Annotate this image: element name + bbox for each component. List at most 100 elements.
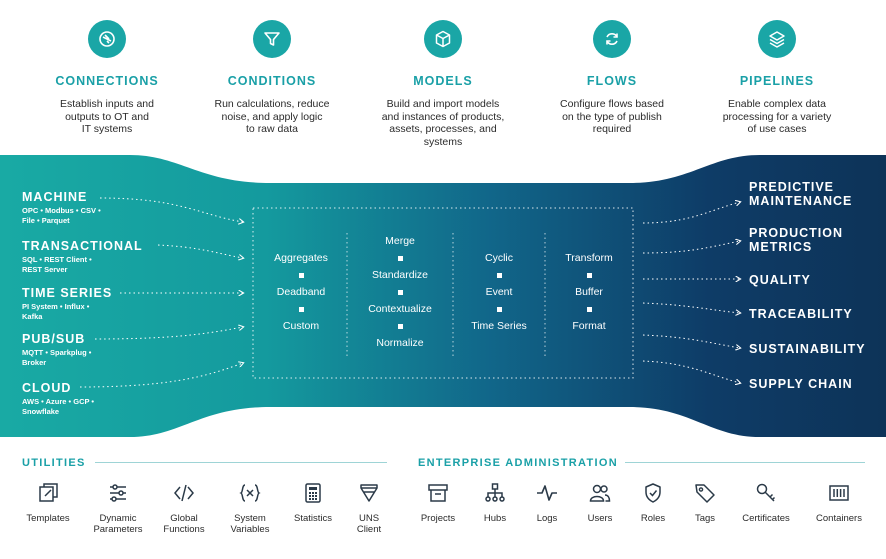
source-protocols: SQL • REST Client •REST Server xyxy=(22,255,92,274)
sliders-icon xyxy=(110,484,126,502)
tag-icon xyxy=(695,484,715,503)
bullet-square xyxy=(397,255,403,261)
source-protocols: MQTT • Sparkplug •Broker xyxy=(22,348,92,367)
tool-label: Logs xyxy=(536,513,558,524)
bullet-square xyxy=(397,289,403,295)
tool-label: Statistics xyxy=(293,513,332,524)
admin-hubs[interactable]: Hubs xyxy=(459,481,531,524)
source-title: MACHINE xyxy=(22,190,88,204)
processing-item: Event xyxy=(485,285,513,298)
band-shape xyxy=(0,155,886,437)
variable-icon xyxy=(239,484,261,502)
pulse-icon xyxy=(537,485,557,501)
cycle-icon xyxy=(593,20,631,58)
input-arrow xyxy=(94,327,243,340)
input-arrow xyxy=(79,363,243,388)
calculator-icon xyxy=(305,483,321,503)
source-pub-sub: PUB/SUB MQTT • Sparkplug •Broker xyxy=(22,332,132,367)
processing-item: Deadband xyxy=(276,285,326,298)
bullet-square xyxy=(586,306,592,312)
admin-roles[interactable]: Roles xyxy=(617,481,689,524)
processing-item: Transform xyxy=(565,251,613,264)
input-arrow xyxy=(157,244,243,258)
output-arrow xyxy=(642,202,740,224)
output-supply-chain: SUPPLY CHAIN xyxy=(749,377,853,391)
archive-icon xyxy=(428,484,448,502)
admin-logs[interactable]: Logs xyxy=(511,481,583,524)
admin-users[interactable]: Users xyxy=(564,481,636,524)
users-icon xyxy=(589,484,611,502)
source-transactional: TRANSACTIONAL SQL • REST Client •REST Se… xyxy=(22,239,143,274)
feature-title: CONDITIONS xyxy=(227,74,317,88)
tool-label: Roles xyxy=(640,513,666,524)
section-divider xyxy=(95,462,387,463)
admin-containers[interactable]: Containers xyxy=(803,481,875,524)
feature-title: FLOWS xyxy=(586,74,638,88)
processing-item: Standardize xyxy=(371,268,429,281)
feature-title: CONNECTIONS xyxy=(55,74,159,88)
processing-item: Custom xyxy=(282,319,320,332)
source-time-series: TIME SERIES PI System • Influx •Kafka xyxy=(22,286,132,321)
container-icon xyxy=(829,485,849,501)
admin-certificates[interactable]: Certificates xyxy=(730,481,802,524)
processing-column-models: Merge Standardize Contextualize Normaliz… xyxy=(348,232,452,352)
source-protocols: PI System • Influx •Kafka xyxy=(22,302,90,321)
feature-title: PIPELINES xyxy=(739,74,815,88)
bullet-square xyxy=(298,306,304,312)
tool-label: Templates xyxy=(26,513,70,524)
tool-label: Projects xyxy=(420,513,456,524)
plug-icon xyxy=(88,20,126,58)
processing-column-pipelines: Transform Buffer Format xyxy=(546,232,632,352)
utilities-title: UTILITIES xyxy=(22,457,86,469)
processing-item: Aggregates xyxy=(274,251,328,264)
processing-item: Time Series xyxy=(471,319,527,332)
enterprise-title: ENTERPRISE ADMINISTRATION xyxy=(418,457,618,469)
source-title: CLOUD xyxy=(22,381,72,395)
processing-item: Format xyxy=(572,319,606,332)
source-protocols: AWS • Azure • GCP •Snowflake xyxy=(22,397,95,416)
processing-item: Normalize xyxy=(376,336,424,349)
admin-tags[interactable]: Tags xyxy=(669,481,741,524)
uns-icon xyxy=(360,484,378,502)
code-icon xyxy=(174,484,194,502)
admin-projects[interactable]: Projects xyxy=(402,481,474,524)
processing-item: Cyclic xyxy=(485,251,513,264)
key-icon xyxy=(756,483,776,502)
output-arrow xyxy=(642,334,740,348)
bullet-square xyxy=(496,306,502,312)
processing-box xyxy=(252,207,634,379)
bullet-square xyxy=(397,323,403,329)
bullet-square xyxy=(586,272,592,278)
layers-icon xyxy=(758,20,796,58)
source-cloud: CLOUD AWS • Azure • GCP •Snowflake xyxy=(22,381,132,416)
templates-icon xyxy=(39,483,58,502)
hierarchy-icon xyxy=(485,483,505,502)
section-divider xyxy=(625,462,865,463)
tool-statistics[interactable]: Statistics xyxy=(277,481,349,524)
source-machine: MACHINE OPC • Modbus • CSV •File • Parqu… xyxy=(22,190,132,225)
shield-icon xyxy=(645,483,661,503)
filter-icon xyxy=(253,20,291,58)
output-arrow xyxy=(642,360,740,383)
bullet-square xyxy=(298,272,304,278)
cube-icon xyxy=(424,20,462,58)
tool-templates[interactable]: Templates xyxy=(12,481,84,524)
